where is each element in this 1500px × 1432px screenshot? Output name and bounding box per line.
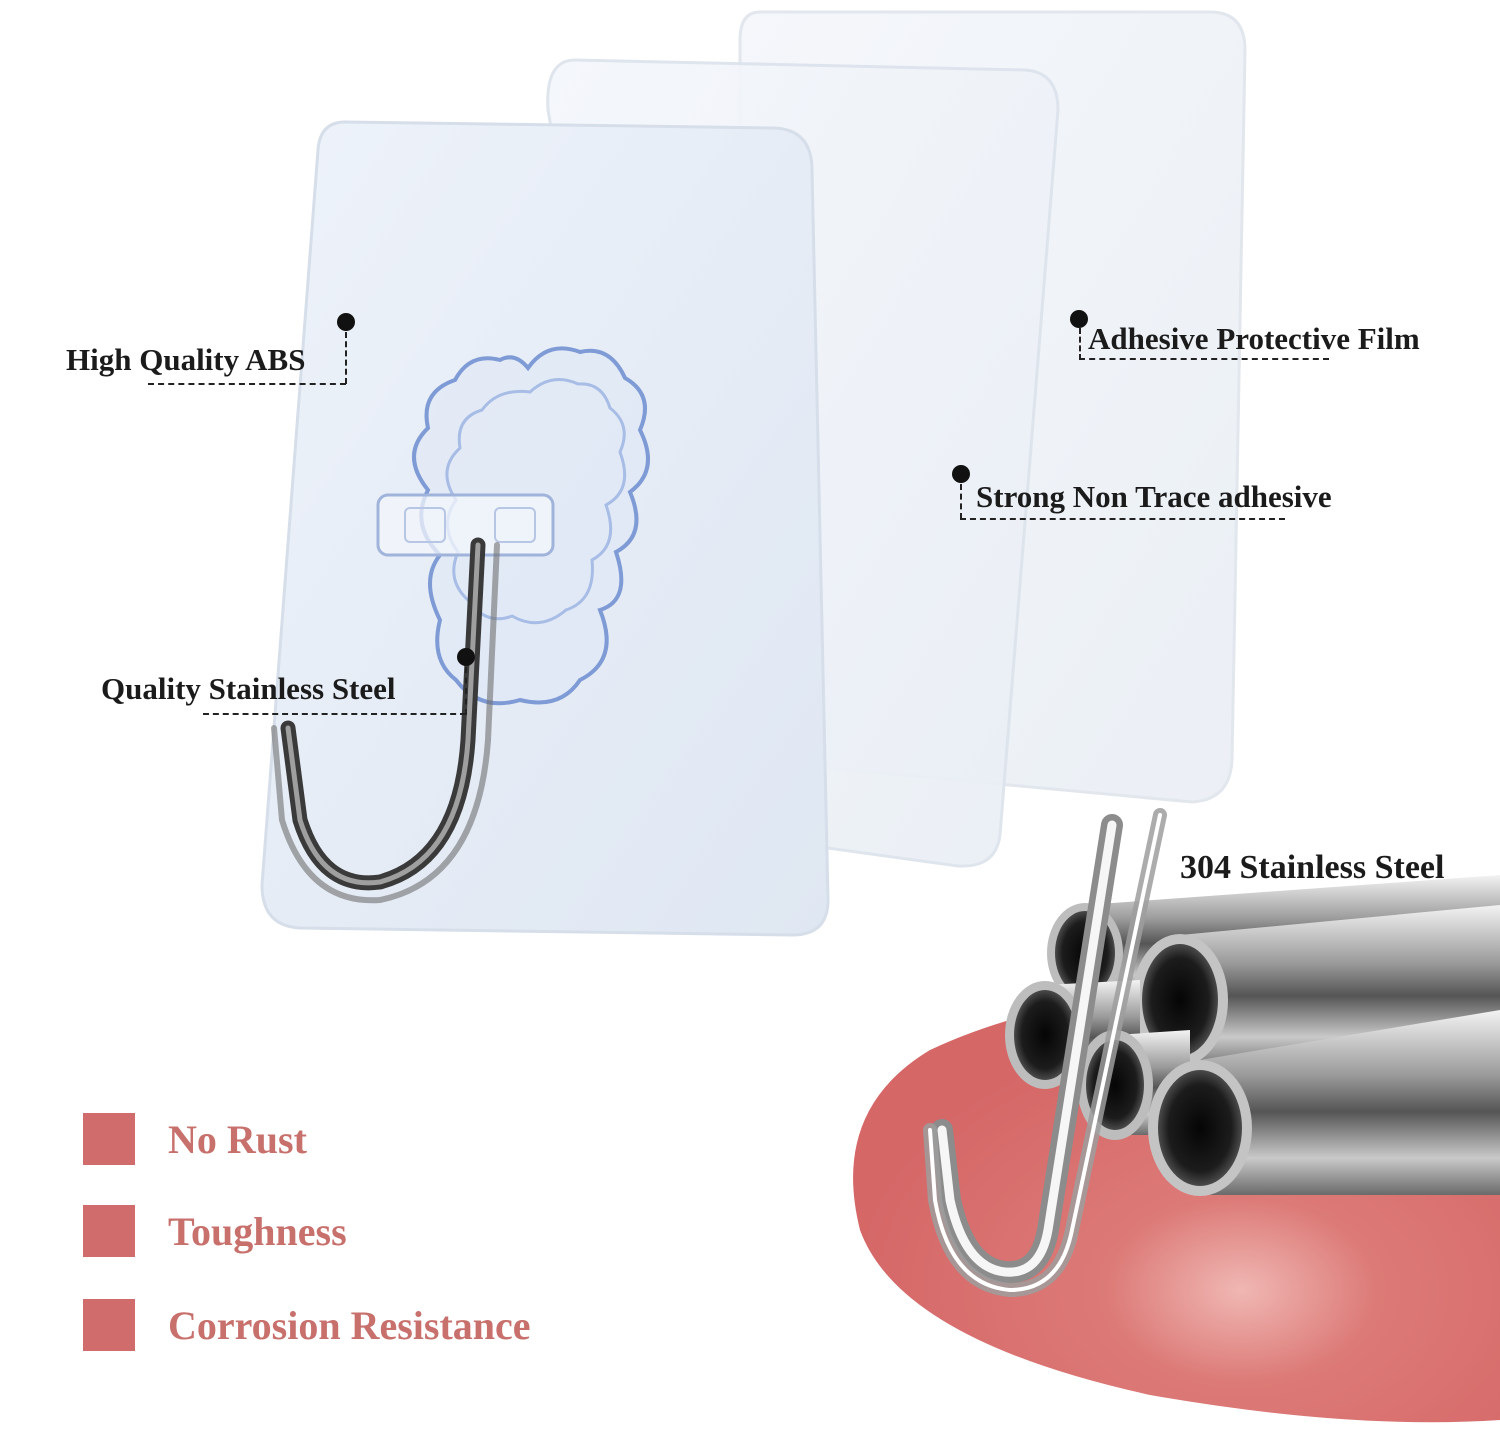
feature-label: Corrosion Resistance: [168, 1302, 531, 1348]
feature-bullet-icon: [83, 1205, 135, 1257]
feature-bullet-icon: [83, 1299, 135, 1351]
callout-adhesive-label: Strong Non Trace adhesive: [976, 479, 1332, 514]
callout-dot-abs: [337, 313, 355, 331]
callout-leader-abs-h: [148, 383, 346, 385]
feature-bullet-icon: [83, 1113, 135, 1165]
hook-clip: [376, 493, 555, 557]
callout-dot-adhesive: [952, 465, 970, 483]
callout-leader-steel-hook-h: [203, 713, 466, 715]
callout-304-label: 304 Stainless Steel: [1180, 849, 1445, 886]
callout-leader-film-h: [1079, 358, 1329, 360]
callout-dot-steel-hook: [457, 648, 475, 666]
hook-flower-inner: [445, 378, 627, 625]
feature-label: Toughness: [168, 1208, 347, 1254]
callout-leader-abs-v: [345, 332, 347, 384]
callout-steel-hook-label: Quality Stainless Steel: [101, 671, 396, 706]
callout-leader-adhesive-v: [960, 484, 962, 519]
callout-abs-label: High Quality ABS: [66, 342, 306, 377]
feature-corrosion-resistance: Corrosion Resistance: [83, 1299, 531, 1351]
callout-leader-steel-hook-v: [465, 667, 467, 715]
callout-leader-adhesive-h: [960, 518, 1285, 520]
callout-film-label: Adhesive Protective Film: [1088, 321, 1420, 356]
feature-toughness: Toughness: [83, 1205, 347, 1257]
feature-no-rust: No Rust: [83, 1113, 307, 1165]
hook-304-steel: [923, 808, 1167, 1298]
callout-leader-film-v: [1079, 328, 1081, 360]
feature-label: No Rust: [168, 1116, 307, 1162]
callout-dot-film: [1070, 310, 1088, 328]
